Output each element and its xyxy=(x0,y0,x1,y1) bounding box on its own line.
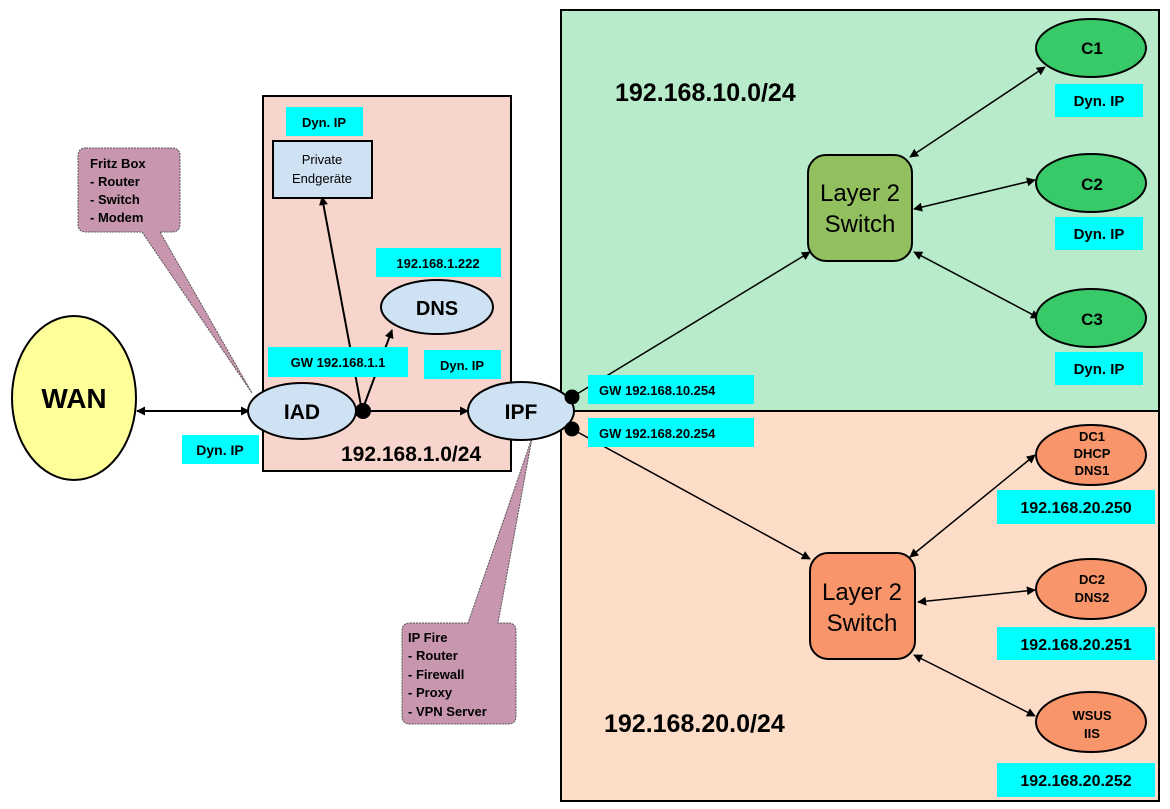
link-ipf-switch20 xyxy=(571,428,811,560)
link-switch10-c2 xyxy=(913,177,1036,212)
client-c3-label: C3 xyxy=(1081,310,1103,329)
switch-net10[interactable] xyxy=(807,154,913,262)
dns-ip-badge xyxy=(376,248,501,277)
server-wsus-line-1: WSUS xyxy=(1073,708,1112,723)
fritz-callout xyxy=(77,147,253,394)
fritz-callout-line-3: - Switch xyxy=(90,192,140,207)
ipf-port-net20 xyxy=(564,421,580,437)
server-dc2-ip-label: 192.168.20.251 xyxy=(1020,637,1131,654)
net10-gw-label: GW 192.168.10.254 xyxy=(599,383,716,398)
server-wsus-line-2: IIS xyxy=(1084,726,1100,741)
net20-gw-badge xyxy=(588,418,754,447)
wan-ip-badge xyxy=(182,435,259,464)
iad-gw-label: GW 192.168.1.1 xyxy=(291,355,386,370)
ipf-node[interactable] xyxy=(467,381,575,441)
client-c1-ip-label: Dyn. IP xyxy=(1074,93,1125,110)
ipfire-callout-line-5: - VPN Server xyxy=(408,704,487,719)
link-switch10-c1 xyxy=(909,66,1046,158)
subnet-label-net20: 192.168.20.0/24 xyxy=(604,710,785,738)
iad-port-dot xyxy=(355,403,371,419)
fritz-callout-line-4: - Modem xyxy=(90,210,143,225)
iad-label: IAD xyxy=(284,401,320,424)
server-dc1-line-1: DC1 xyxy=(1079,429,1105,444)
link-switch20-dc2 xyxy=(917,586,1036,606)
ipfire-callout-line-2: - Router xyxy=(408,648,458,663)
server-dc2-line-2: DNS2 xyxy=(1075,590,1110,605)
client-c2-ip-badge xyxy=(1055,217,1143,250)
client-c2-label: C2 xyxy=(1081,175,1103,194)
switch-net10-line-1: Layer 2 xyxy=(820,180,900,207)
subnet-label-net10: 192.168.10.0/24 xyxy=(615,79,796,107)
switch-net20-line-2: Switch xyxy=(827,610,898,637)
client-c1-ip-badge xyxy=(1055,84,1143,117)
ipfire-callout-line-1: IP Fire xyxy=(408,630,448,645)
client-c3[interactable] xyxy=(1035,288,1147,348)
server-dc2-ip-badge xyxy=(997,627,1155,660)
server-dc2-line-1: DC2 xyxy=(1079,572,1105,587)
dns-ip-label: 192.168.1.222 xyxy=(396,256,479,271)
switch-net10-line-2: Switch xyxy=(825,211,896,238)
subnet-label-lan1: 192.168.1.0/24 xyxy=(341,443,481,466)
ipf-label: IPF xyxy=(505,401,538,424)
server-dc2[interactable] xyxy=(1035,558,1147,620)
client-c1[interactable] xyxy=(1035,18,1147,78)
ipfire-callout-line-3: - Firewall xyxy=(408,667,464,682)
wan-node[interactable] xyxy=(11,315,137,481)
link-switch20-wsus xyxy=(913,654,1036,717)
server-wsus[interactable] xyxy=(1035,691,1147,753)
private-ip-badge xyxy=(286,107,363,136)
iad-gw-badge xyxy=(268,347,408,377)
client-c3-ip-label: Dyn. IP xyxy=(1074,361,1125,378)
ipfire-callout-line-4: - Proxy xyxy=(408,685,453,700)
client-c2-ip-label: Dyn. IP xyxy=(1074,226,1125,243)
switch-net20[interactable] xyxy=(809,552,916,660)
private-devices-line-1: Private xyxy=(302,152,342,167)
client-c2[interactable] xyxy=(1035,153,1147,213)
private-devices-line-2: Endgeräte xyxy=(292,171,352,186)
link-ipf-switch10 xyxy=(571,251,811,398)
net10-gw-badge xyxy=(588,375,754,404)
server-dc1-ip-badge xyxy=(997,490,1155,524)
server-wsus-ip-badge xyxy=(997,763,1155,797)
link-switch10-c3 xyxy=(913,251,1040,319)
dns-node[interactable] xyxy=(380,279,494,335)
wan-ip-label: Dyn. IP xyxy=(196,442,243,458)
ipfire-callout xyxy=(401,437,533,725)
wan-label: WAN xyxy=(41,383,106,414)
server-dc1[interactable] xyxy=(1035,424,1147,486)
client-c3-ip-badge xyxy=(1055,352,1143,385)
server-dc1-line-3: DNS1 xyxy=(1075,463,1110,478)
server-wsus-ip-label: 192.168.20.252 xyxy=(1020,773,1131,790)
fritz-callout-line-1: Fritz Box xyxy=(90,156,146,171)
private-ip-label: Dyn. IP xyxy=(302,115,346,130)
fritz-callout-line-2: - Router xyxy=(90,174,140,189)
ipf-ip-badge xyxy=(424,350,501,379)
server-dc1-ip-label: 192.168.20.250 xyxy=(1020,500,1131,517)
client-c1-label: C1 xyxy=(1081,39,1103,58)
switch-net20-line-1: Layer 2 xyxy=(822,579,902,606)
link-switch20-dc1 xyxy=(909,454,1036,558)
server-dc1-line-2: DHCP xyxy=(1074,446,1111,461)
net20-gw-label: GW 192.168.20.254 xyxy=(599,426,716,441)
private-devices-node[interactable] xyxy=(272,140,373,199)
ipf-port-net10 xyxy=(564,389,580,405)
ipf-ip-label: Dyn. IP xyxy=(440,358,484,373)
dns-label: DNS xyxy=(416,298,458,320)
